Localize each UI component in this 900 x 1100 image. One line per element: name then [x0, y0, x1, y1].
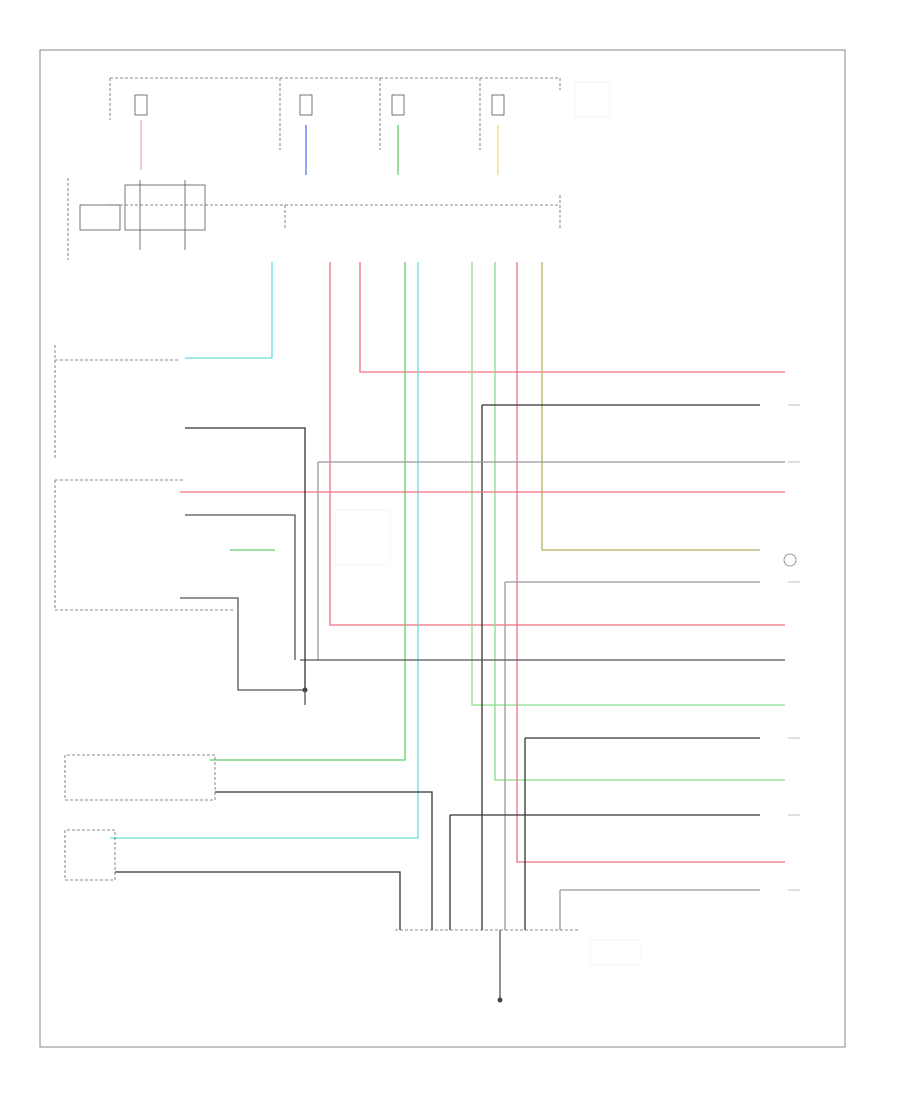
- wire-black-4: [449, 814, 760, 930]
- wire-olive-1: [541, 262, 760, 551]
- wire-black-6: [115, 871, 401, 930]
- relay-component: [67, 178, 206, 260]
- wire-red-1: [329, 262, 785, 626]
- diagram-frame: [39, 49, 846, 1048]
- lower-left-component-outline: [64, 829, 116, 881]
- wire-gray-3: [559, 889, 760, 930]
- wire-cyan-2: [110, 262, 419, 839]
- wire-black-1: [481, 404, 760, 930]
- wire-lightgreen-1: [471, 262, 785, 706]
- wire-black-5: [215, 791, 433, 930]
- wire-red-2: [359, 262, 785, 373]
- fuse-yellow: [491, 94, 505, 175]
- seat-component-outline: [64, 754, 216, 801]
- tiny-labels: [334, 81, 641, 966]
- ground-point-2: [497, 997, 503, 1003]
- wire-black-3: [524, 737, 760, 930]
- wire-gray-2: [504, 581, 760, 930]
- right-endpoints: [783, 404, 800, 891]
- wire-red-3: [516, 262, 785, 863]
- switch-assembly-outline: [54, 345, 235, 611]
- fuse-blue: [299, 94, 313, 175]
- wire-lightgreen-2: [494, 262, 785, 781]
- wire-gray-1: [317, 461, 785, 660]
- wire-ground-2: [180, 514, 305, 691]
- wire-green-1: [210, 262, 406, 761]
- fuse-box-outline: [109, 78, 561, 230]
- wire-black-ground-1: [185, 427, 306, 690]
- fuse-pink: [134, 94, 148, 170]
- wire-cyan-1: [185, 262, 273, 359]
- fuse-green: [391, 94, 405, 175]
